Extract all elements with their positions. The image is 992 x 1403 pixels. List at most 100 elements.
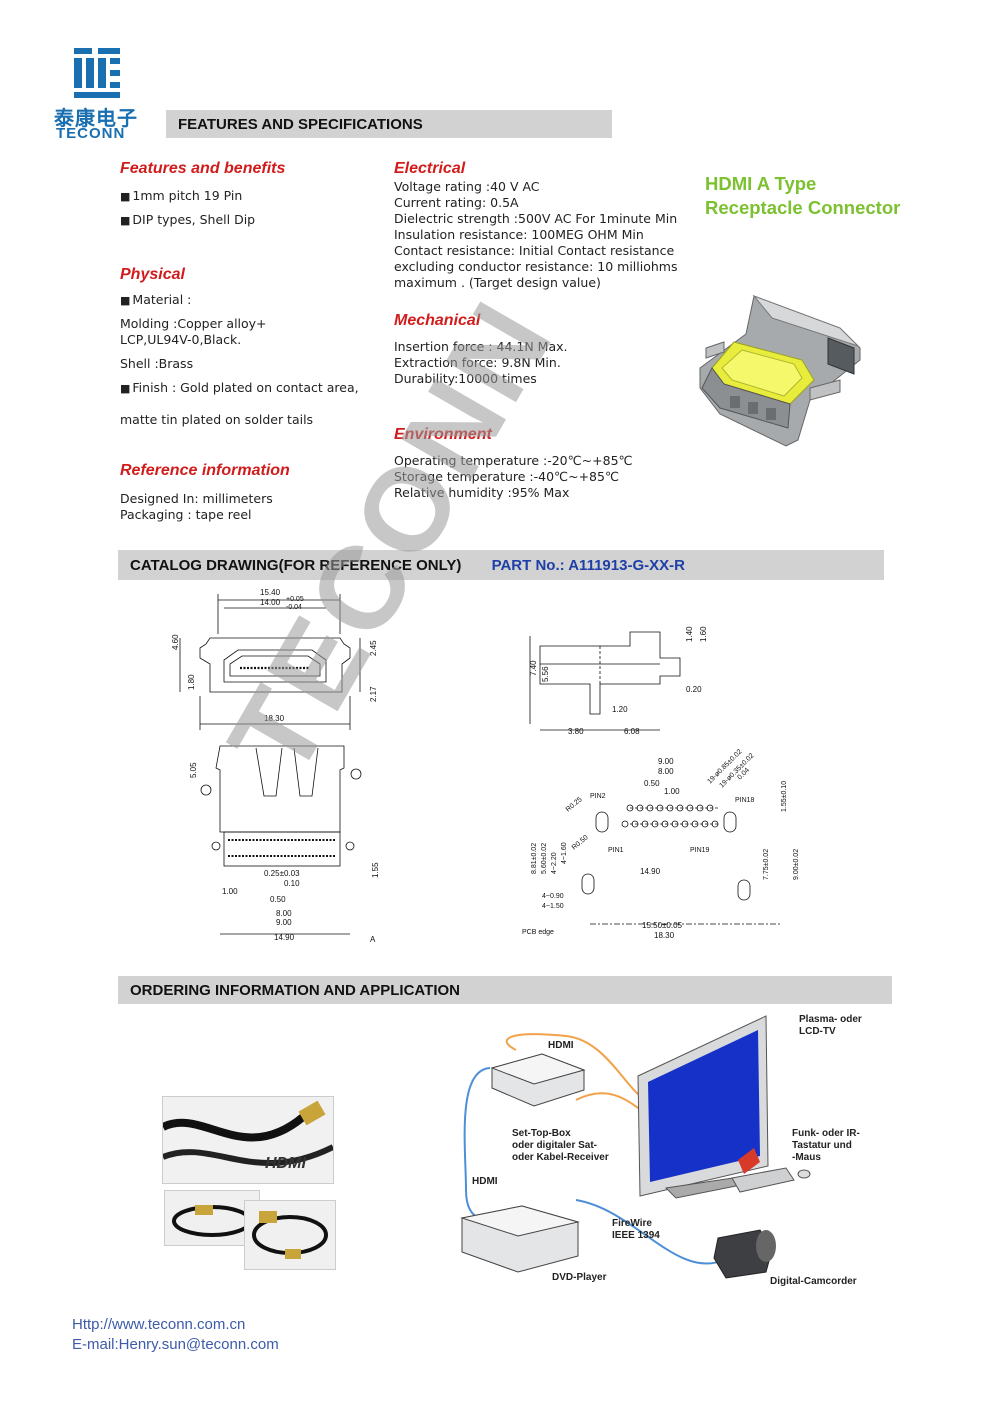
cable-connector-icon <box>252 1211 328 1259</box>
side-w2: 3.80 <box>568 727 584 736</box>
product-name-line-1: HDMI A Type <box>705 173 817 194</box>
pcb-v2: 5.60±0.02 <box>541 843 548 874</box>
physical-finish-2: matte tin plated on solder tails <box>120 412 314 427</box>
electrical-line-4: Insulation resistance: 100MEG OHM Min <box>394 227 644 242</box>
cable-photo-3 <box>244 1200 336 1270</box>
environment-title: Environment <box>394 426 492 443</box>
top-w5: 14.90 <box>274 933 295 942</box>
top-h2: 1.55 <box>371 862 380 878</box>
ordering-bar: ORDERING INFORMATION AND APPLICATION <box>118 976 892 1004</box>
connector-3d-image <box>699 294 861 447</box>
logo-english: TECONN <box>56 125 126 142</box>
electrical-line-1: Voltage rating :40 V AC <box>394 179 540 194</box>
pcb-pin18: PIN18 <box>735 797 755 804</box>
pcb-w4: 15.50±0.05 <box>642 921 683 930</box>
top-view: 5.05 1.55 0.25±0.03 0.10 1.00 0.50 8.00 … <box>189 745 380 944</box>
logo-chinese: 泰康电子 <box>54 106 138 130</box>
pcb-edge: PCB edge <box>522 929 554 936</box>
electrical-line-3: Dielectric strength :500V AC For 1minute… <box>394 211 678 226</box>
reference-packaging: Packaging : tape reel <box>120 507 252 522</box>
side-h2: 5.56 <box>541 666 550 682</box>
reference-designed: Designed In: millimeters <box>120 491 273 506</box>
top-w2: 0.50 <box>270 895 286 904</box>
electrical-line-5: Contact resistance: Initial Contact resi… <box>394 243 675 258</box>
feature-item-1: 1mm pitch 19 Pin <box>120 188 242 205</box>
top-p2: 0.10 <box>284 879 300 888</box>
side-t: 0.20 <box>686 685 702 694</box>
logo-mark-icon <box>74 48 120 98</box>
ordering-title: ORDERING INFORMATION AND APPLICATION <box>130 982 460 999</box>
mechanical-line-3: Durability:10000 times <box>394 371 537 386</box>
hdmi-cable-photo: HDMI <box>162 1096 334 1184</box>
label-tv: Plasma- oder LCD-TV <box>799 1014 862 1037</box>
catalog-title: CATALOG DRAWING(FOR REFERENCE ONLY) <box>130 557 462 574</box>
label-set-top-box: Set-Top-Box oder digitaler Sat- oder Kab… <box>512 1128 609 1163</box>
features-title: Features and benefits <box>120 160 286 177</box>
label-hdmi-2: HDMI <box>472 1176 498 1187</box>
pcb-d2: 8.00 <box>658 767 674 776</box>
catalog-bar: CATALOG DRAWING(FOR REFERENCE ONLY) PART… <box>118 550 884 580</box>
environment-line-1: Operating temperature :-20℃~+85℃ <box>394 453 633 468</box>
pcb-pin19: PIN19 <box>690 847 710 854</box>
footer-email[interactable]: E-mail:Henry.sun@teconn.com <box>72 1336 279 1353</box>
catalog-drawing: 15.40 14.00 +0.05 -0.04 4.60 2.45 2.17 1… <box>171 588 800 944</box>
logo <box>52 44 152 144</box>
electrical-line-2: Current rating: 0.5A <box>394 195 519 210</box>
pcb-v1: 8.81±0.02 <box>531 843 538 874</box>
front-h3: 2.17 <box>369 686 378 702</box>
hdmi-logo-text: HDMI <box>265 1155 306 1172</box>
cable-photo-icon <box>163 1100 333 1166</box>
environment-line-3: Relative humidity :95% Max <box>394 485 570 500</box>
top-w3: 8.00 <box>276 909 292 918</box>
side-h1: 7.40 <box>529 660 538 676</box>
physical-finish: Finish : Gold plated on contact area, <box>120 380 358 397</box>
side-h3: 1.40 <box>685 626 694 642</box>
pcb-v7: 9.00±0.02 <box>793 849 800 880</box>
electrical-title: Electrical <box>394 160 466 177</box>
features-specs-title: FEATURES AND SPECIFICATIONS <box>178 116 423 133</box>
label-dvd-player: DVD-Player <box>552 1272 607 1283</box>
physical-molding: Molding :Copper alloy+ LCP,UL94V-0,Black… <box>120 316 267 347</box>
label-camcorder: Digital-Camcorder <box>770 1276 857 1287</box>
electrical-line-6: excluding conductor resistance: 10 milli… <box>394 259 678 274</box>
physical-shell: Shell :Brass <box>120 356 194 371</box>
part-number: PART No.: A111913-G-XX-R <box>491 557 685 574</box>
physical-title: Physical <box>120 266 185 283</box>
front-h2: 2.45 <box>369 640 378 656</box>
pcb-d1: 9.00 <box>658 757 674 766</box>
mechanical-title: Mechanical <box>394 312 481 329</box>
front-h1: 4.60 <box>171 634 180 650</box>
pcb-w5: 18.30 <box>654 931 675 940</box>
pcb-w3: 4~1.50 <box>542 903 564 910</box>
front-tol1: +0.05 <box>286 596 304 603</box>
label-firewire: FireWire IEEE 1394 <box>612 1218 660 1241</box>
pcb-v4: 4~1.60 <box>561 842 568 864</box>
pcb-d4: 1.00 <box>664 787 680 796</box>
top-p1: 0.25±0.03 <box>264 869 300 878</box>
product-name-line-2: Receptacle Connector <box>705 197 901 218</box>
pcb-w2: 4~0.90 <box>542 893 564 900</box>
pcb-r1: R0.25 <box>565 796 584 813</box>
pcb-v5: 1.55±0.10 <box>781 781 788 812</box>
pcb-layout-view: 9.00 8.00 0.50 1.00 19-ø0.85±0.02 19-ø0.… <box>522 748 800 940</box>
top-h: 5.05 <box>189 762 198 778</box>
top-w1: 1.00 <box>222 887 238 896</box>
pcb-pin2: PIN2 <box>590 793 606 800</box>
pcb-pin1: PIN1 <box>608 847 624 854</box>
mechanical-line-1: Insertion force : 44.1N Max. <box>394 339 568 354</box>
environment-line-2: Storage temperature :-40℃~+85℃ <box>394 469 619 484</box>
side-w1: 1.20 <box>612 705 628 714</box>
front-view: 15.40 14.00 +0.05 -0.04 4.60 2.45 2.17 1… <box>171 588 378 730</box>
side-h4: 1.60 <box>699 626 708 642</box>
top-w4: 9.00 <box>276 918 292 927</box>
footer-url[interactable]: Http://www.teconn.com.cn <box>72 1316 246 1333</box>
pcb-d3: 0.50 <box>644 779 660 788</box>
front-w2: 14.00 <box>260 598 281 607</box>
pcb-v6: 7.75±0.02 <box>763 849 770 880</box>
label-keyboard: Funk- oder IR- Tastatur und -Maus <box>792 1128 860 1163</box>
label-hdmi-1: HDMI <box>548 1040 574 1051</box>
physical-material: Material : <box>120 292 191 309</box>
reference-title: Reference information <box>120 462 290 479</box>
features-specs-bar: FEATURES AND SPECIFICATIONS <box>166 110 612 138</box>
front-h4: 1.80 <box>187 674 196 690</box>
